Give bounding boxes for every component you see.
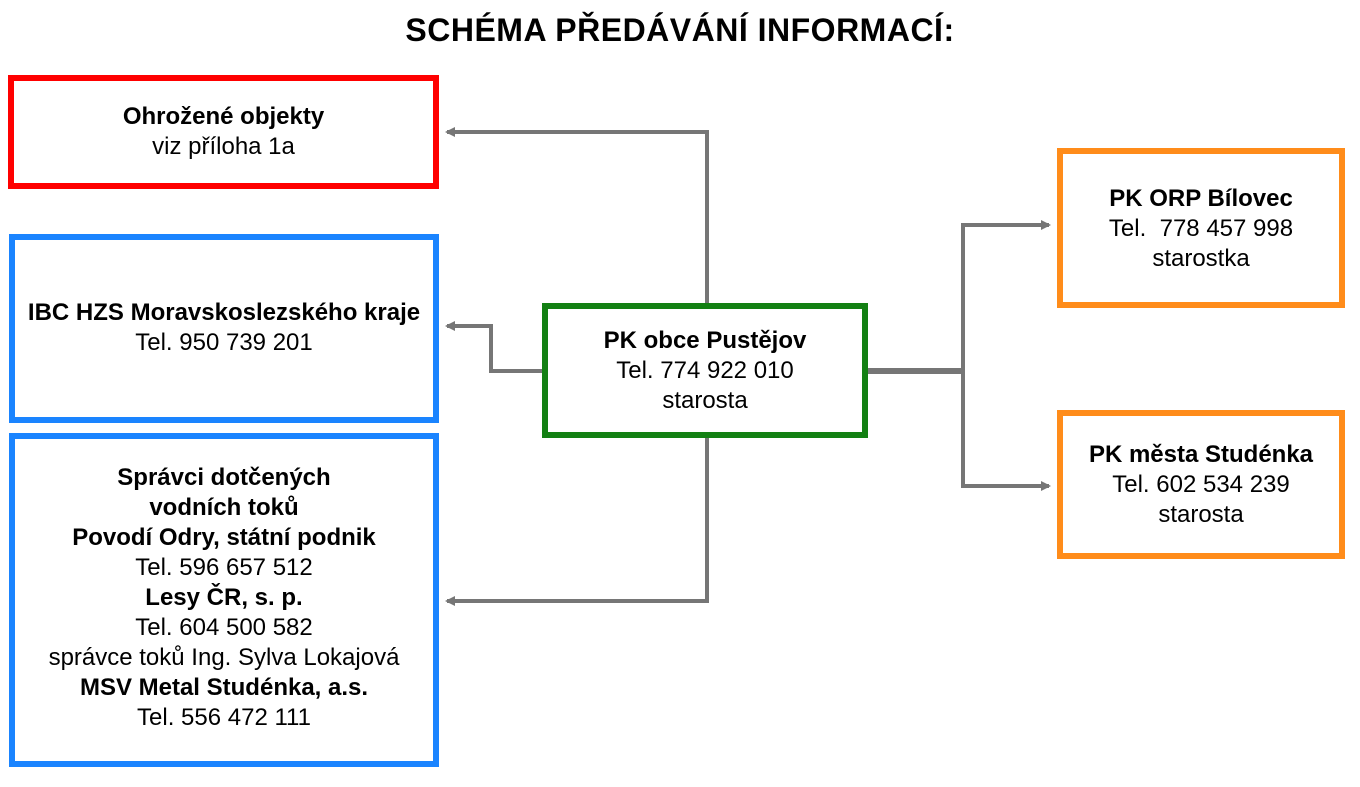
arrow-to-ohrozene	[445, 127, 709, 303]
spravci-tel-2: Tel. 604 500 582	[135, 614, 313, 641]
diagram-title: SCHÉMA PŘEDÁVÁNÍ INFORMACÍ:	[405, 12, 955, 48]
spravci-heading-2: vodních toků	[149, 494, 299, 521]
spravci-tel-1: Tel. 596 657 512	[135, 554, 313, 581]
spravci-note-2: správce toků Ing. Sylva Lokajová	[48, 644, 400, 671]
ohrozene-detail: viz příloha 1a	[152, 133, 295, 160]
studenka-name: PK města Studénka	[1088, 440, 1314, 468]
studenka-tel: Tel. 602 534 239	[1112, 470, 1290, 498]
ibc-tel: Tel. 950 739 201	[135, 329, 313, 356]
orp-role: starostka	[1152, 245, 1250, 272]
arrow-to-ibc	[445, 321, 542, 373]
spravci-heading-1: Správci dotčených	[117, 464, 331, 491]
spravci-org-3: MSV Metal Studénka, a.s.	[79, 674, 369, 701]
studenka-role: starosta	[1158, 500, 1244, 528]
center-role: starosta	[662, 386, 748, 414]
ohrozene-name: Ohrožené objekty	[122, 103, 325, 130]
spravci-org-2: Lesy ČR, s. p.	[145, 584, 303, 611]
box-pk-mesta-studenka: PK města Studénka Tel. 602 534 239 staro…	[1057, 410, 1345, 559]
spravci-org-1: Povodí Odry, státní podnik	[72, 524, 376, 551]
arrow-to-spravci	[445, 438, 709, 606]
box-ibc-hzs: IBC HZS Moravskoslezského kraje Tel. 950…	[9, 234, 439, 423]
box-ohrozene-objekty: Ohrožené objekty viz příloha 1a	[8, 75, 439, 189]
center-tel: Tel. 774 922 010	[616, 356, 794, 384]
box-pk-obce-pustejov: PK obce Pustějov Tel. 774 922 010 staros…	[542, 303, 868, 438]
center-name: PK obce Pustějov	[603, 326, 807, 354]
orp-tel: Tel. 778 457 998	[1108, 215, 1294, 242]
box-pk-orp-bilovec: PK ORP Bílovec Tel. 778 457 998 starostk…	[1057, 148, 1345, 308]
ibc-name: IBC HZS Moravskoslezského kraje	[27, 299, 421, 326]
spravci-tel-3: Tel. 556 472 111	[137, 704, 311, 731]
orp-name: PK ORP Bílovec	[1109, 185, 1293, 212]
arrow-to-orp	[961, 220, 1051, 371]
box-spravci-vodnich-toku: Správci dotčených vodních toků Povodí Od…	[9, 433, 439, 767]
arrow-to-studenka	[961, 371, 1051, 491]
